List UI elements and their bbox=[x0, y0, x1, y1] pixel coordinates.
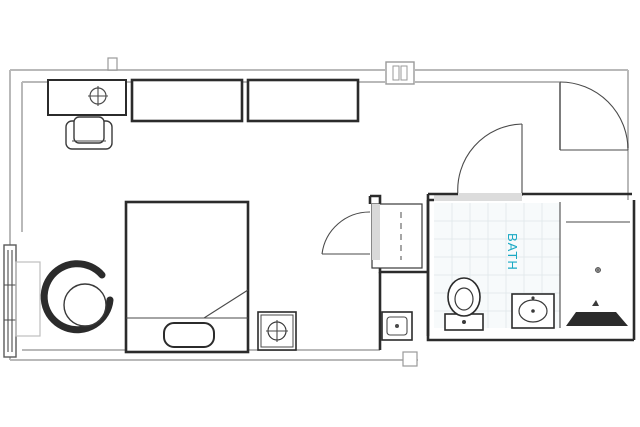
armchair bbox=[40, 260, 114, 334]
nightstand bbox=[257, 311, 297, 351]
closet bbox=[321, 194, 428, 274]
entrance-door bbox=[559, 81, 629, 151]
bath-sink bbox=[511, 293, 555, 329]
bathroom: BATH bbox=[426, 192, 636, 342]
bath-room-label: BATH bbox=[505, 233, 520, 271]
left-window bbox=[3, 244, 41, 358]
desk-chair bbox=[65, 116, 113, 150]
desk bbox=[47, 79, 127, 116]
bed-pillow bbox=[163, 322, 215, 348]
wardrobe-right bbox=[246, 78, 360, 123]
shower-step bbox=[566, 312, 628, 326]
toilet bbox=[444, 277, 484, 331]
wardrobes bbox=[130, 78, 360, 123]
top-window-block bbox=[385, 61, 415, 85]
kitchenette bbox=[378, 272, 413, 350]
wardrobe-left bbox=[130, 78, 244, 123]
bath-door bbox=[457, 123, 523, 197]
top-wall-stub bbox=[107, 57, 118, 71]
shower-tap-icon bbox=[592, 300, 599, 306]
bed bbox=[124, 200, 250, 354]
bottom-wall-stub bbox=[402, 351, 418, 367]
outer-walls bbox=[9, 57, 629, 367]
